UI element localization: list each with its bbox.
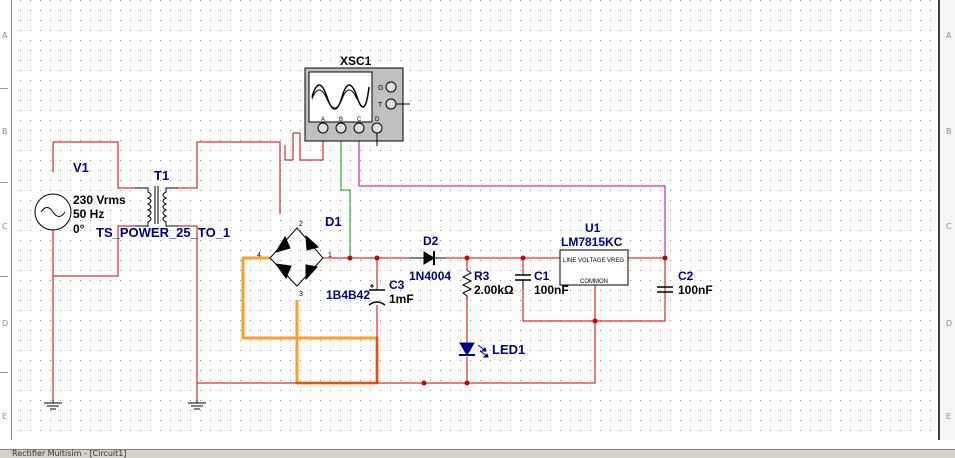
c1-value-label: 100nF (534, 283, 569, 297)
v1-frequency-label: 50 Hz (73, 207, 104, 221)
probe-c-wire[interactable] (358, 133, 666, 258)
d1-pin-3: 3 (299, 291, 303, 298)
capacitor-c1[interactable] (515, 274, 531, 290)
oscilloscope-xsc1[interactable] (304, 67, 410, 146)
d1-pin-1: 1 (328, 252, 332, 259)
xsc1-ref-label: XSC1 (340, 54, 372, 68)
v1-ref-label: V1 (73, 160, 89, 175)
ruler-row-e: E (946, 412, 952, 421)
right-ruler: A B C D E (938, 0, 955, 440)
d1-ref-label: D1 (325, 214, 342, 229)
d2-model-label: 1N4004 (409, 269, 451, 283)
left-ruler: A B C D E (0, 0, 12, 440)
ruler-tick (0, 88, 8, 89)
c1-ref-label: C1 (534, 269, 550, 283)
ruler-row-e: E (2, 412, 8, 421)
ruler-tick (0, 182, 8, 183)
circuit-wires[interactable] (52, 132, 666, 400)
ruler-tick (0, 276, 8, 277)
ground-icon (188, 400, 206, 410)
schematic-grid (12, 0, 938, 440)
r3-ref-label: R3 (474, 269, 490, 283)
led1-ref-label: LED1 (492, 342, 525, 357)
t1-ref-label: T1 (154, 168, 169, 183)
xsc1-trigger-g-label: G (378, 85, 383, 92)
v1-voltage-label: 230 Vrms (73, 193, 126, 207)
capacitor-c3[interactable] (368, 284, 386, 306)
led-led1[interactable] (459, 342, 489, 358)
d1-pin-4: 4 (257, 252, 261, 259)
xsc1-trigger-t-label: T (378, 102, 383, 109)
ruler-row-c: C (946, 222, 952, 231)
ruler-row-d: D (946, 319, 953, 328)
diode-d2[interactable] (410, 251, 445, 265)
taskbar-window-label[interactable]: Rectifier Multisim - [Circuit1] (12, 449, 127, 458)
voltage-regulator-u1[interactable] (559, 249, 629, 286)
c2-value-label: 100nF (678, 283, 713, 297)
probe-b-wire[interactable] (340, 133, 351, 258)
ruler-row-c: C (2, 222, 8, 231)
transformer-t1[interactable] (135, 186, 178, 227)
v1-phase-label: 0° (73, 222, 85, 236)
u1-model-label: LM7815KC (561, 235, 623, 249)
xsc1-channel-b-label: B (339, 117, 343, 123)
c2-ref-label: C2 (678, 269, 694, 283)
ac-voltage-source-v1[interactable] (34, 193, 72, 231)
c3-ref-label: C3 (389, 278, 405, 292)
resistor-r3[interactable] (461, 269, 473, 300)
d1-pin-2: 2 (299, 221, 303, 228)
ground-icon (44, 400, 62, 410)
taskbar[interactable]: Rectifier Multisim - [Circuit1] (0, 449, 955, 458)
bridge-rectifier-d1[interactable] (269, 227, 324, 287)
r3-value-label: 2.00kΩ (474, 283, 514, 297)
ruler-row-a: A (2, 31, 8, 40)
ruler-row-b: B (946, 127, 952, 136)
t1-model-label: TS_POWER_25_TO_1 (96, 225, 230, 240)
u1-vreg-pin: VREG (607, 258, 624, 264)
ruler-row-b: B (2, 127, 8, 136)
ruler-row-d: D (2, 319, 9, 328)
u1-ref-label: U1 (585, 221, 601, 235)
capacitor-c2[interactable] (657, 286, 673, 293)
ruler-row-a: A (946, 31, 952, 40)
junction-dots (347, 255, 668, 386)
xsc1-channel-a-label: A (321, 117, 325, 123)
c3-value-label: 1mF (389, 292, 414, 306)
waveform-icon (311, 84, 370, 110)
xsc1-channel-c-label: C (357, 117, 362, 123)
d1-model-label: 1B4B42 (326, 288, 370, 302)
u1-line-voltage-pin: LINE VOLTAGE (563, 258, 605, 264)
u1-common-pin: COMMON (580, 279, 608, 285)
xsc1-channel-d-label: D (375, 117, 380, 123)
ruler-tick (0, 372, 8, 373)
d2-ref-label: D2 (423, 234, 439, 248)
